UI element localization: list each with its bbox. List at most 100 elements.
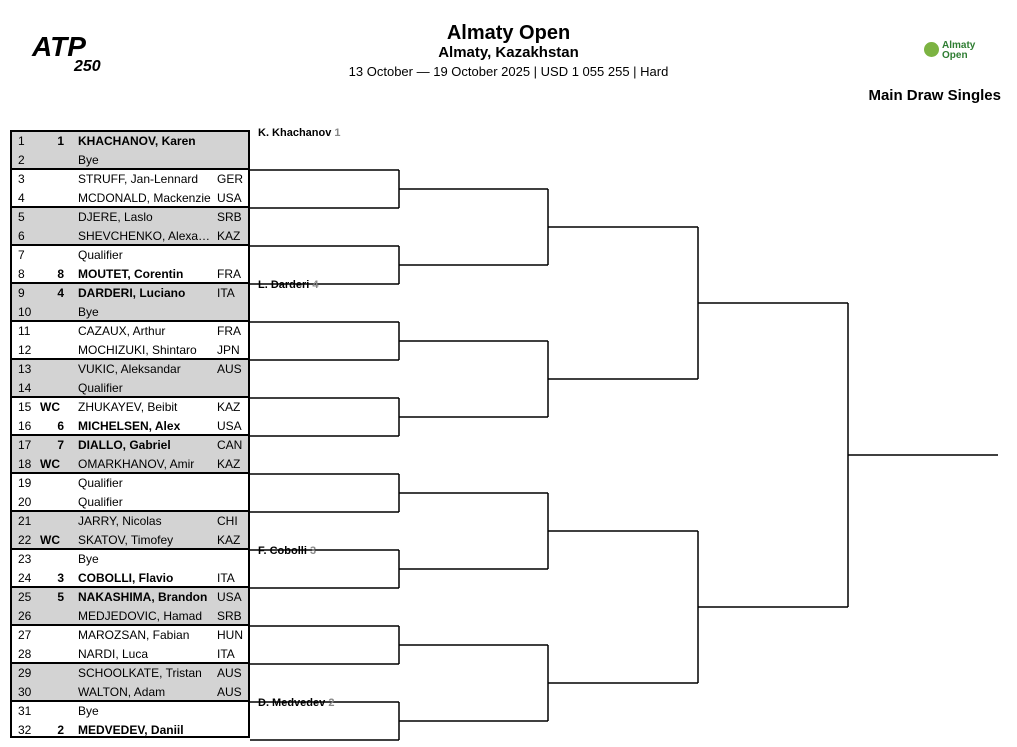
player-country: FRA	[217, 267, 241, 281]
event-logo-line2: Open	[942, 50, 968, 61]
winner-name: L. Darderi	[258, 279, 310, 291]
draw-position: 16	[18, 419, 32, 433]
draw-position: 13	[18, 362, 32, 376]
draw-label: Main Draw Singles	[868, 87, 1001, 104]
draw-position: 5	[18, 210, 25, 224]
draw-position: 1	[18, 134, 25, 148]
draw-position: 29	[18, 666, 32, 680]
player-country: HUN	[217, 628, 243, 642]
draw-position: 9	[18, 286, 25, 300]
round2-winner: K. Khachanov 1	[258, 127, 341, 139]
atp-logo-icon: ATP 250	[30, 30, 110, 75]
wildcard-badge: WC	[40, 533, 60, 547]
player-country: KAZ	[217, 457, 241, 471]
seed-number: 8	[57, 267, 64, 281]
draw-position: 15	[18, 400, 32, 414]
draw-position: 6	[18, 229, 25, 243]
draw-position: 11	[18, 324, 31, 338]
draw-position: 22	[18, 533, 32, 547]
draw-position: 21	[18, 514, 32, 528]
draw-position: 31	[18, 704, 32, 718]
player-country: SRB	[217, 609, 242, 623]
player-country: KAZ	[217, 229, 241, 243]
tennis-ball-icon	[924, 42, 939, 57]
draw-position: 19	[18, 476, 32, 490]
player-country: GER	[217, 172, 244, 186]
draw-position: 7	[18, 248, 25, 262]
seed-number: 1	[57, 134, 64, 148]
player-country: FRA	[217, 324, 241, 338]
draw-position: 28	[18, 647, 32, 661]
winner-seed: 4	[312, 279, 319, 291]
svg-text:250: 250	[73, 58, 101, 74]
draw-position: 24	[18, 571, 32, 585]
winner-name: K. Khachanov	[258, 127, 332, 139]
event-logo-line1: Almaty	[942, 40, 976, 51]
tournament-location: Almaty, Kazakhstan	[438, 44, 579, 61]
tournament-title: Almaty Open	[446, 22, 571, 44]
seed-number: 7	[57, 438, 64, 452]
svg-text:ATP: ATP	[31, 31, 86, 62]
player-country: SRB	[217, 210, 242, 224]
player-country: USA	[217, 590, 242, 604]
seed-number: 2	[57, 723, 64, 737]
draw-position: 20	[18, 495, 32, 509]
player-country: AUS	[217, 685, 242, 699]
draw-position: 30	[18, 685, 32, 699]
round2-winner: F. Cobolli 3	[258, 545, 316, 557]
seed-number: 3	[57, 571, 64, 585]
draw-position: 10	[18, 305, 32, 319]
draw-position: 4	[18, 191, 25, 205]
draw-position: 26	[18, 609, 32, 623]
winner-name: D. Medvedev	[258, 697, 326, 709]
draw-position: 32	[18, 723, 32, 737]
player-country: USA	[217, 419, 242, 433]
round2-winner: D. Medvedev 2	[258, 697, 334, 709]
player-country: ITA	[217, 286, 235, 300]
winner-name: F. Cobolli	[258, 545, 307, 557]
player-country: ITA	[217, 647, 235, 661]
tournament-details: 13 October — 19 October 2025 | USD 1 055…	[348, 64, 669, 79]
seed-number: 4	[57, 286, 64, 300]
seed-number: 5	[57, 590, 64, 604]
